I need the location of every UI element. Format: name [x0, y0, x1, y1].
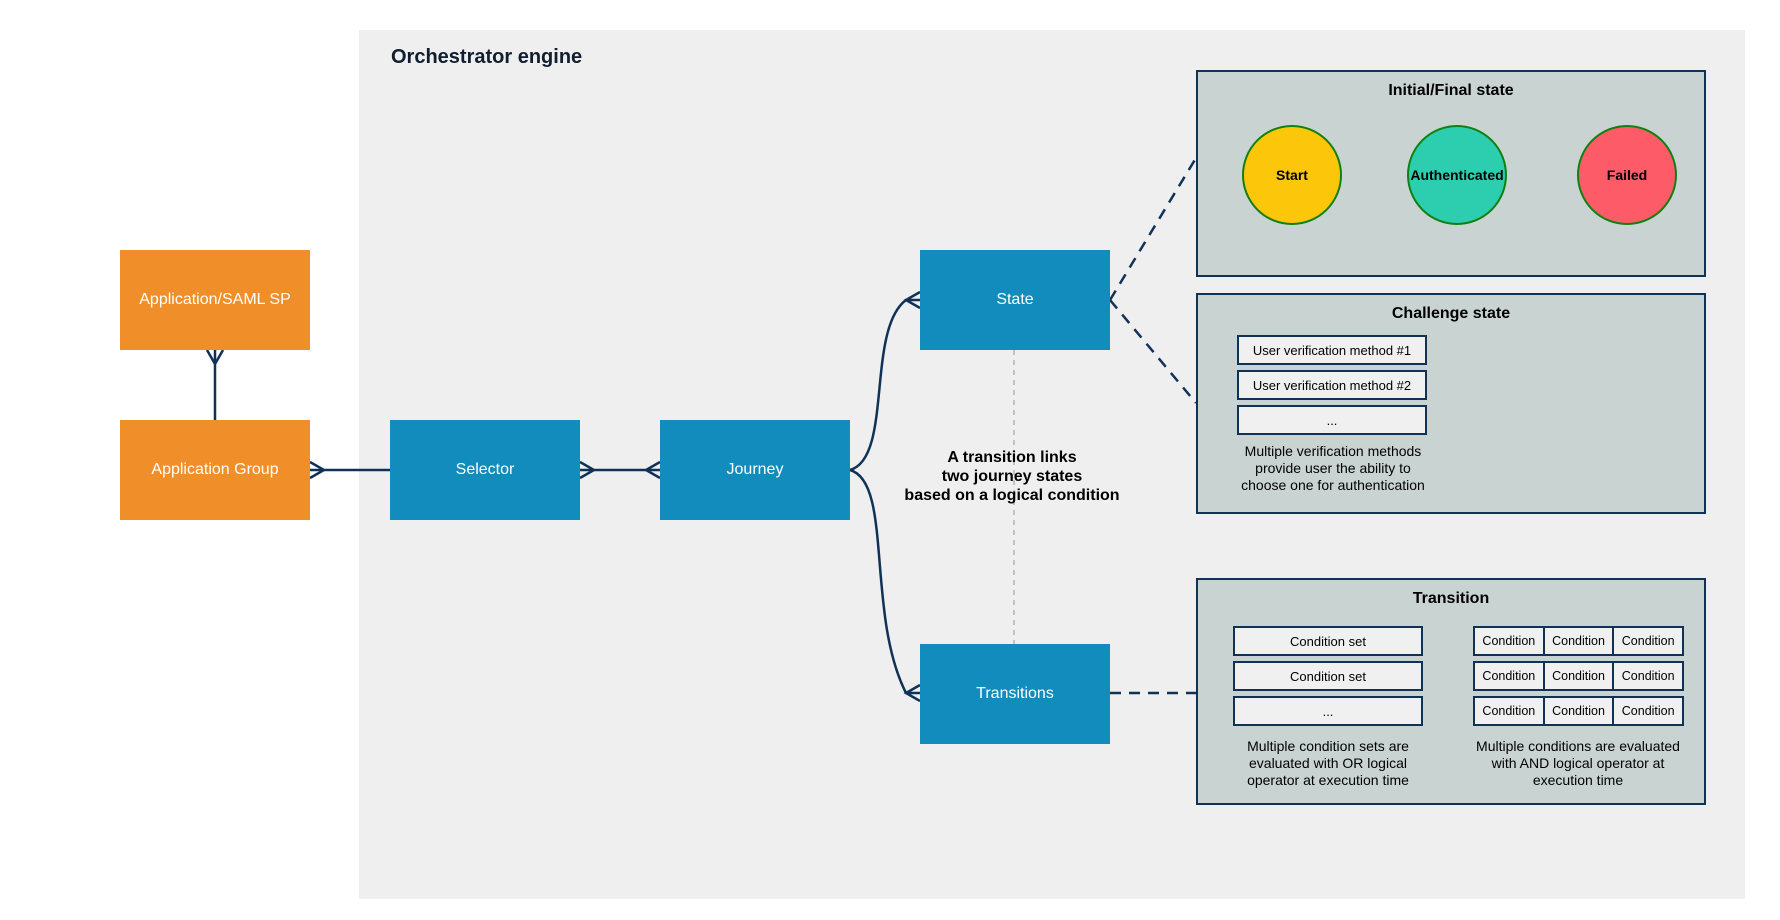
condition-row: Condition Condition Condition: [1473, 661, 1684, 691]
node-label: Application/SAML SP: [139, 291, 291, 308]
condition-set-row: Condition set: [1233, 661, 1423, 691]
condition-row: Condition Condition Condition: [1473, 696, 1684, 726]
node-journey: Journey: [660, 420, 850, 520]
condition-cell: Condition: [1482, 634, 1536, 648]
state-circle-label: Failed: [1606, 167, 1648, 183]
crowfoot-appsaml: [205, 349, 225, 367]
node-selector: Selector: [390, 420, 580, 520]
state-circle-failed: Failed: [1577, 125, 1677, 225]
condition-cell: Condition: [1612, 663, 1682, 689]
condition-cell: Condition: [1542, 663, 1613, 689]
node-label: Transitions: [976, 685, 1054, 702]
node-label: Journey: [726, 461, 784, 478]
condition-cell: Condition: [1612, 628, 1682, 654]
verification-method-row: ...: [1237, 405, 1427, 435]
and-caption: Multiple conditions are evaluated with A…: [1476, 738, 1680, 788]
state-circle-start: Start: [1242, 125, 1342, 225]
condition-row: Condition Condition Condition: [1473, 626, 1684, 656]
node-transitions: Transitions: [920, 644, 1110, 744]
state-circle-label: Authenticated: [1410, 167, 1504, 183]
panel-title: Transition: [1412, 590, 1490, 607]
state-circle-authenticated: Authenticated: [1407, 125, 1507, 225]
node-state: State: [920, 250, 1110, 350]
node-label: State: [996, 291, 1034, 308]
condition-cell: Condition: [1482, 669, 1536, 683]
condition-set-row: Condition set: [1233, 626, 1423, 656]
or-caption: Multiple condition sets are evaluated wi…: [1247, 738, 1409, 788]
node-application-saml-sp: Application/SAML SP: [120, 250, 310, 350]
condition-cell: Condition: [1482, 704, 1536, 718]
orchestrator-engine-title: Orchestrator engine: [391, 46, 583, 68]
node-label: Application Group: [151, 461, 279, 478]
panel-transition: Transition Condition set Condition set .…: [1196, 578, 1706, 805]
panel-title: Initial/Final state: [1388, 82, 1514, 99]
verification-method-row: User verification method #1: [1237, 335, 1427, 365]
condition-cell: Condition: [1542, 698, 1613, 724]
challenge-caption: Multiple verification methods provide us…: [1241, 443, 1425, 493]
verification-method-row: User verification method #2: [1237, 370, 1427, 400]
crowfoot-appgroup: [309, 460, 327, 480]
panel-initial-final-state: Initial/Final state Start Authenticated …: [1196, 70, 1706, 277]
panel-title: Challenge state: [1391, 305, 1511, 322]
panel-challenge-state: Challenge state User verification method…: [1196, 293, 1706, 514]
state-circle-label: Start: [1276, 167, 1308, 183]
node-application-group: Application Group: [120, 420, 310, 520]
condition-cell: Condition: [1612, 698, 1682, 724]
transition-note: A transition links two journey states ba…: [904, 449, 1120, 504]
condition-cell: Condition: [1542, 628, 1613, 654]
condition-set-row: ...: [1233, 696, 1423, 726]
node-label: Selector: [455, 461, 515, 478]
